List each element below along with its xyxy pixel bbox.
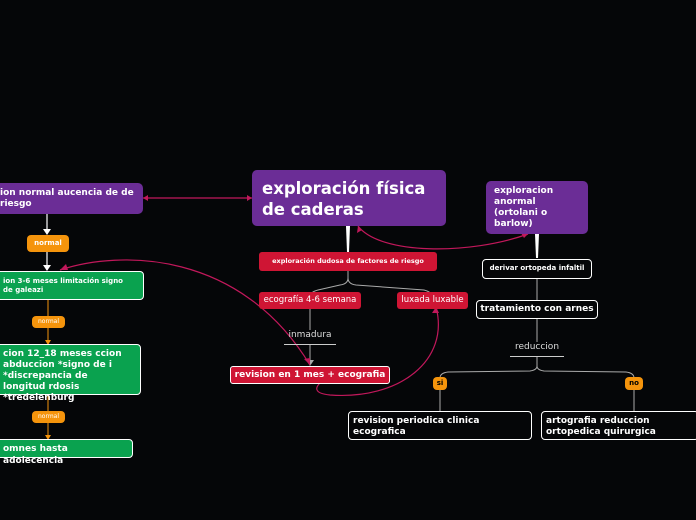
- arthrography-node[interactable]: artografia reduccion ortopedica quirurgi…: [541, 411, 696, 440]
- arrow-head: [43, 265, 51, 271]
- final-node[interactable]: omnes hasta adolecencia: [0, 439, 133, 466]
- root-topic[interactable]: exploración física de caderas: [252, 170, 446, 226]
- doubtful-exam-label: exploración dudosa de factores de riesgo: [272, 257, 424, 265]
- no-label: no: [629, 379, 639, 387]
- harness-label: tratamiento con arnes: [480, 304, 594, 314]
- exam-3-6-label: ion 3-6 meses limitación signo de galeaz…: [3, 277, 123, 294]
- immature-label: inmadura: [288, 330, 332, 340]
- normal-badge-2[interactable]: normal: [32, 316, 65, 328]
- periodic-review-node[interactable]: revision periodica clinica ecografica: [348, 411, 532, 440]
- revision-label: revision en 1 mes + ecografia: [234, 370, 386, 380]
- final-label: omnes hasta adolecencia: [3, 444, 68, 466]
- exam-3-6-node[interactable]: ion 3-6 meses limitación signo de galeaz…: [0, 271, 144, 300]
- arrow-head: [247, 195, 252, 201]
- doubtful-exam-node[interactable]: exploración dudosa de factores de riesgo: [259, 252, 437, 271]
- arrow-head: [43, 229, 51, 235]
- arrow-head: [304, 358, 310, 365]
- connector-root-right: [357, 225, 529, 250]
- no-badge[interactable]: no: [625, 377, 643, 390]
- normal-badge-3-label: normal: [37, 413, 60, 420]
- arrow-head: [60, 264, 68, 270]
- revision-node[interactable]: revision en 1 mes + ecografia: [230, 366, 390, 384]
- refer-node[interactable]: derivar ortopeda infaltil: [482, 259, 592, 279]
- exam-12-18-label: cion 12_18 meses ccion abduccion *signo …: [3, 349, 122, 403]
- arrow-head: [45, 340, 51, 345]
- echo-node[interactable]: ecografía 4-6 semana: [259, 292, 361, 309]
- root-tail: [346, 226, 350, 252]
- arrow-head: [521, 233, 528, 238]
- exam-12-18-node[interactable]: cion 12_18 meses ccion abduccion *signo …: [0, 344, 141, 403]
- connector-left-revision: [59, 259, 311, 366]
- normal-badge-1-label: normal: [34, 239, 62, 247]
- abnormal-exam-node[interactable]: exploracion anormal (ortolani o barlow): [486, 181, 588, 234]
- luxable-label: luxada luxable: [401, 295, 464, 305]
- root-title: exploración física de caderas: [262, 179, 426, 219]
- luxable-node[interactable]: luxada luxable: [397, 292, 468, 309]
- arrow-head: [143, 195, 148, 201]
- echo-label: ecografía 4-6 semana: [263, 295, 357, 305]
- normal-badge-2-label: normal: [37, 318, 60, 325]
- right-tail: [535, 234, 539, 258]
- reduction-label: reduccion: [514, 342, 560, 352]
- normal-badge-1[interactable]: normal: [27, 235, 69, 252]
- arrow-head: [432, 307, 439, 313]
- immature-node[interactable]: inmadura: [284, 330, 336, 345]
- normal-badge-3[interactable]: normal: [32, 411, 65, 423]
- left-normal-label: ion normal aucencia de de riesgo: [0, 188, 134, 209]
- connector-reduction-split: [439, 357, 635, 379]
- yes-label: si: [436, 379, 444, 387]
- arthrography-label: artografia reduccion ortopedica quirurgi…: [546, 416, 656, 437]
- arrow-head: [357, 226, 362, 233]
- reduction-node[interactable]: reduccion: [510, 342, 564, 357]
- left-normal-node[interactable]: ion normal aucencia de de riesgo: [0, 183, 143, 214]
- periodic-review-label: revision periodica clinica ecografica: [353, 416, 480, 437]
- connector-luxable-revision: [316, 306, 439, 396]
- yes-badge[interactable]: si: [433, 377, 447, 390]
- harness-node[interactable]: tratamiento con arnes: [476, 300, 598, 319]
- refer-label: derivar ortopeda infaltil: [489, 264, 585, 272]
- abnormal-exam-label: exploracion anormal (ortolani o barlow): [494, 186, 554, 229]
- arrow-head: [45, 435, 51, 440]
